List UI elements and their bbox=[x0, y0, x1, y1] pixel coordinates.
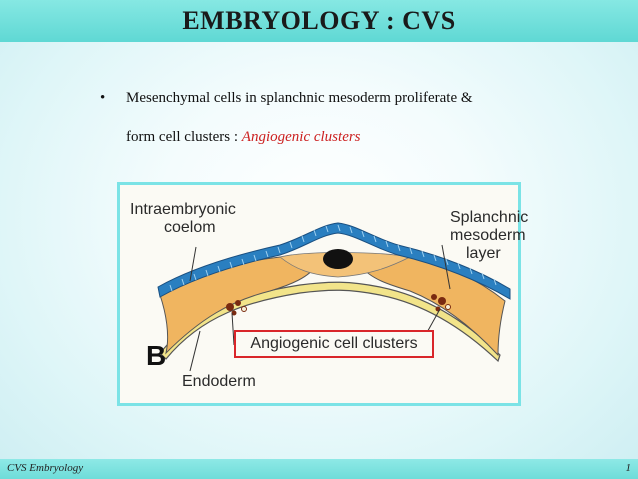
bullet-line-2: form cell clusters : Angiogenic clusters bbox=[126, 129, 530, 146]
bullet-text-line2-prefix: form cell clusters : bbox=[126, 129, 242, 145]
label-mesoderm: mesoderm bbox=[450, 227, 526, 244]
bullet-highlight-term: Angiogenic clusters bbox=[241, 129, 361, 145]
embryo-cross-section-drawing bbox=[157, 222, 511, 372]
bullet-block: • Mesenchymal cells in splanchnic mesode… bbox=[100, 90, 530, 146]
figure-letter: B bbox=[146, 340, 167, 371]
label-layer: layer bbox=[466, 245, 501, 262]
label-coelom: coelom bbox=[164, 219, 216, 236]
label-angiogenic-clusters: Angiogenic cell clusters bbox=[250, 335, 418, 352]
label-intraembryonic: Intraembryonic bbox=[130, 201, 236, 218]
bullet-line-1: • Mesenchymal cells in splanchnic mesode… bbox=[100, 90, 530, 107]
angiogenic-callout-box: Angiogenic cell clusters bbox=[234, 330, 434, 358]
slide-title: EMBRYOLOGY : CVS bbox=[182, 6, 456, 35]
bullet-marker: • bbox=[100, 90, 106, 106]
footer-slide-number: 1 bbox=[625, 462, 632, 474]
title-bar: EMBRYOLOGY : CVS bbox=[0, 0, 638, 42]
label-splanchnic: Splanchnic bbox=[450, 209, 529, 226]
label-endoderm: Endoderm bbox=[182, 373, 256, 390]
bullet-text-line1: Mesenchymal cells in splanchnic mesoderm… bbox=[126, 90, 473, 106]
footer-bar: CVS Embryology 1 bbox=[0, 459, 638, 479]
footer-course-name: CVS Embryology bbox=[7, 462, 84, 474]
embryo-diagram-figure: Intraembryonic coelom Splanchnic mesoder… bbox=[117, 182, 528, 406]
